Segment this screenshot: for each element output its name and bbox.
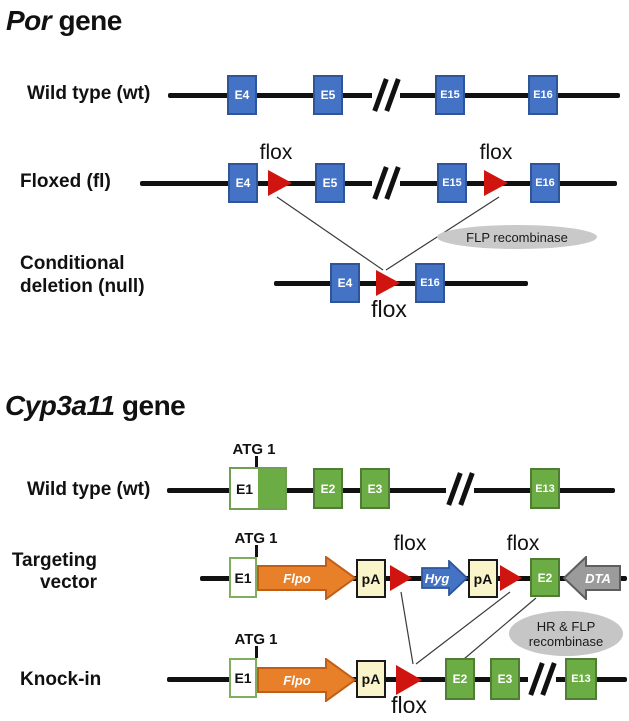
cyp-ki-pA-box: pA [356,660,386,698]
por-wt-row-label: Wild type (wt) [27,83,151,104]
cyp-wt-exon-E13: E13 [530,468,560,509]
cyp-wt-exon-E3: E3 [360,468,390,509]
cyp-tv-pA-box-2: pA [468,559,498,598]
hr-flp-line2: recombinase [528,633,604,649]
por-wt-exon-E15: E15 [435,75,465,115]
por-gene-name: Por [6,5,52,36]
atg1-tick [255,456,258,468]
cyp-wt-exon-E1-coding [258,469,285,508]
cyp-ki-exon-E1: E1 [229,658,257,698]
por-cond-row-label-line1: Conditional [20,253,125,274]
cyp-ki-exon-E13: E13 [565,658,597,700]
cyp-ki-atg1-label: ATG 1 [234,631,278,648]
atg1-tick [255,646,258,658]
cyp-section-title: Cyp3a11 gene [5,390,186,422]
por-fl-flox-label-2: flox [479,141,513,164]
cyp-tv-hyg-label: Hyg [424,571,450,586]
cyp-wt-atg1-label: ATG 1 [232,441,276,458]
cyp-tv-exon-E2: E2 [530,558,560,597]
cyp-wt-intron-break [445,470,475,508]
por-cond-flox-label: flox [371,296,407,322]
por-cond-gene-line [274,281,528,286]
loxp-triangle-icon [390,565,412,591]
por-wt-exon-E4: E4 [227,75,257,115]
flp-recombinase-bubble: FLP recombinase [437,225,597,249]
loxp-triangle-icon [396,665,422,695]
flpo-arrow [257,658,357,702]
por-fl-exon-E16: E16 [530,163,560,203]
cyp-tv-flox-label-1: flox [393,532,427,555]
por-fl-flox-label-1: flox [259,141,293,164]
cyp-tv-exon-E1: E1 [229,557,257,598]
cyp-tv-pA-box-1: pA [356,559,386,598]
cyp-ki-intron-break [527,660,557,698]
cyp-wt-gene-line [167,488,615,493]
por-wt-exon-E16: E16 [528,75,558,115]
cyp-tv-gene-line [200,576,627,581]
loxp-triangle-icon [484,170,508,196]
cyp-wt-row-label: Wild type (wt) [27,479,151,500]
por-fl-exon-E4: E4 [228,163,258,203]
por-section-title: Por gene [6,5,122,37]
cyp-tv-dta-label: DTA [585,571,611,586]
por-title-rest: gene [51,5,122,36]
cyp-ki-exon-E3: E3 [490,658,520,700]
loxp-triangle-icon [376,270,400,296]
por-fl-exon-E15: E15 [437,163,467,203]
atg1-tick [255,545,258,557]
por-cond-exon-E16: E16 [415,263,445,303]
por-fl-intron-break [371,163,401,203]
cyp-tv-flox-label-2: flox [506,532,540,555]
cyp-tv-flpo-label: Flpo [283,571,311,586]
hr-flp-line1: HR & FLP [536,618,596,634]
hyg-arrow [421,560,469,596]
por-cond-exon-E4: E4 [330,263,360,303]
flpo-arrow [257,556,357,600]
cyp-tv-atg1-label: ATG 1 [234,530,278,547]
cyp-wt-exon-E1: E1 [229,467,287,510]
cyp-ki-row-label: Knock-in [20,669,102,690]
cyp-tv-row-label-line1: Targeting [11,550,97,571]
cyp-ki-flox-label: flox [391,692,427,718]
por-fl-exon-E5: E5 [315,163,345,203]
cyp-tv-row-label-line2: vector [39,572,97,593]
por-wt-intron-break [371,75,401,115]
hr-flp-recombinase-bubble: HR & FLP recombinase [509,611,623,656]
loxp-triangle-icon [268,170,292,196]
cyp-wt-exon-E1-utr: E1 [231,469,258,508]
cyp-title-rest: gene [114,390,186,421]
cyp-ki-exon-E2: E2 [445,658,475,700]
cyp-ki-flpo-label: Flpo [283,673,311,688]
cyp-wt-exon-E2: E2 [313,468,343,509]
cyp-gene-name: Cyp3a11 [5,390,115,421]
por-fl-row-label: Floxed (fl) [20,171,111,192]
por-wt-exon-E5: E5 [313,75,343,115]
por-cond-row-label-line2: deletion (null) [20,276,145,297]
loxp-triangle-icon [500,565,522,591]
dta-arrow [562,556,621,600]
